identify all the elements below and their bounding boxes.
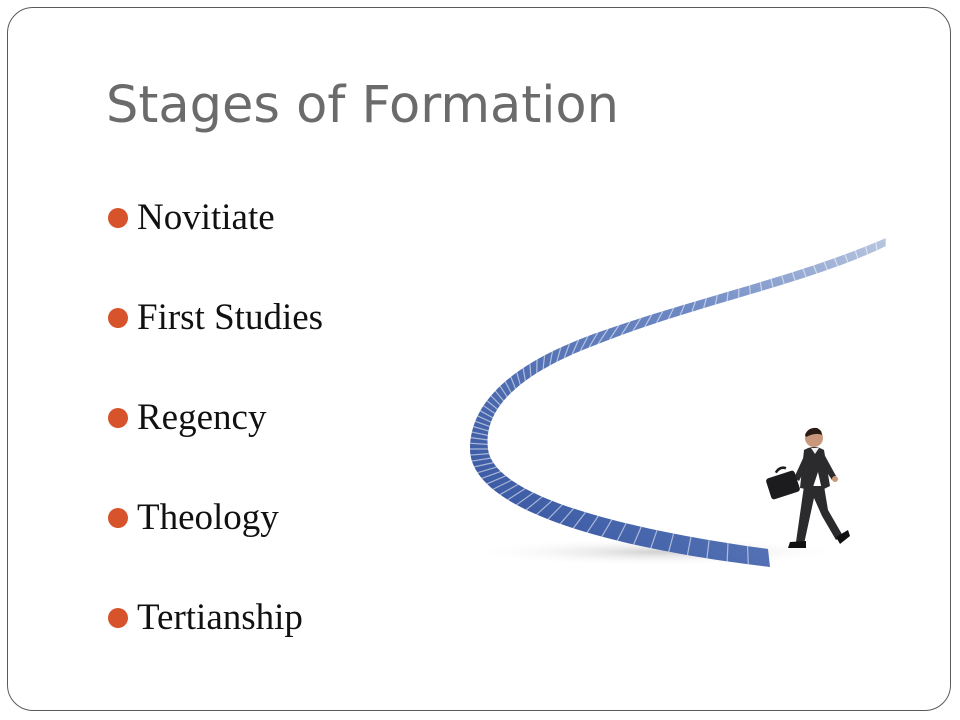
stair-step <box>516 372 521 385</box>
stair-step <box>844 254 849 263</box>
stair-step <box>494 390 504 402</box>
stair-step <box>542 355 546 370</box>
slide: Stages of Formation Novitiate First Stud… <box>7 7 951 711</box>
stair-step <box>536 500 553 516</box>
bullet-label: Tertianship <box>137 597 303 638</box>
stair-step <box>483 405 496 414</box>
slide-title: Stages of Formation <box>106 76 619 135</box>
stair-step <box>668 533 675 552</box>
stair-step <box>703 297 707 309</box>
stair-step <box>791 272 796 281</box>
stair-step <box>492 479 512 490</box>
stair-step <box>549 351 554 366</box>
stair-step <box>499 483 519 496</box>
stair-step <box>559 508 575 525</box>
stair-step <box>854 250 859 259</box>
stair-step <box>601 519 613 537</box>
stair-step <box>522 367 526 381</box>
stair-step <box>644 314 653 328</box>
stair-step <box>529 363 532 377</box>
stair-step <box>759 282 763 291</box>
stair-step <box>470 442 488 446</box>
bullet-dot-icon <box>108 208 128 228</box>
stair-step <box>477 415 492 423</box>
stair-step <box>633 526 642 545</box>
stair-step <box>620 321 631 336</box>
stair-step <box>486 475 507 485</box>
stair-step <box>667 307 675 320</box>
stair-step <box>864 246 869 255</box>
stair-step <box>499 385 508 398</box>
bullet-label: Theology <box>137 497 279 538</box>
stair-step <box>471 431 488 436</box>
stair-step <box>747 546 749 565</box>
stair-step <box>597 328 609 345</box>
bullet-dot-icon <box>108 308 128 328</box>
stair-step <box>571 339 580 355</box>
stair-step <box>679 304 686 316</box>
stair-step <box>706 539 710 559</box>
stair-step <box>686 536 692 556</box>
stair-step <box>632 317 642 332</box>
bullet-label: First Studies <box>137 297 324 338</box>
stair-step <box>556 347 562 363</box>
stair-step <box>616 522 627 541</box>
staircase-illustration <box>468 238 887 567</box>
stair-step <box>579 335 589 352</box>
stair-step <box>507 488 526 501</box>
stair-step <box>726 543 729 562</box>
staircase-icon <box>470 238 887 567</box>
bullet-dot-icon <box>108 508 128 528</box>
stair-step <box>504 381 512 394</box>
stair-step <box>510 376 517 389</box>
stair-step <box>875 242 878 251</box>
stair-step <box>547 504 563 520</box>
stair-step <box>471 457 491 462</box>
stair-step <box>525 496 543 511</box>
stair-step <box>650 529 658 549</box>
stair-step <box>770 278 774 288</box>
stair-step <box>812 265 818 274</box>
stair-step <box>481 470 502 479</box>
stair-step <box>475 420 490 428</box>
bullet-label: Regency <box>137 397 267 438</box>
stair-step <box>749 285 751 295</box>
bullet-label: Novitiate <box>137 197 275 238</box>
stair-step <box>823 261 828 271</box>
bullet-dot-icon <box>108 408 128 428</box>
bullet-dot-icon <box>108 608 128 628</box>
stair-step <box>714 294 718 305</box>
stair-step <box>477 466 497 474</box>
stair-step <box>586 515 599 533</box>
stair-step <box>480 410 494 419</box>
stair-step <box>833 257 839 267</box>
stair-step <box>490 395 501 406</box>
stair-step <box>726 291 729 302</box>
businessman-icon <box>766 427 850 548</box>
stair-step <box>474 462 494 468</box>
stair-step <box>572 511 587 529</box>
stair-step <box>655 310 664 324</box>
stair-step <box>516 492 534 506</box>
stair-step <box>473 426 489 432</box>
stair-step <box>470 452 490 456</box>
stair-step <box>588 332 599 348</box>
stair-step <box>563 343 571 359</box>
stair-step <box>609 324 620 340</box>
stair-step <box>691 301 697 312</box>
stair-step <box>486 400 498 410</box>
stair-step <box>802 268 807 278</box>
stair-step <box>781 275 785 285</box>
stair-step <box>470 437 488 441</box>
